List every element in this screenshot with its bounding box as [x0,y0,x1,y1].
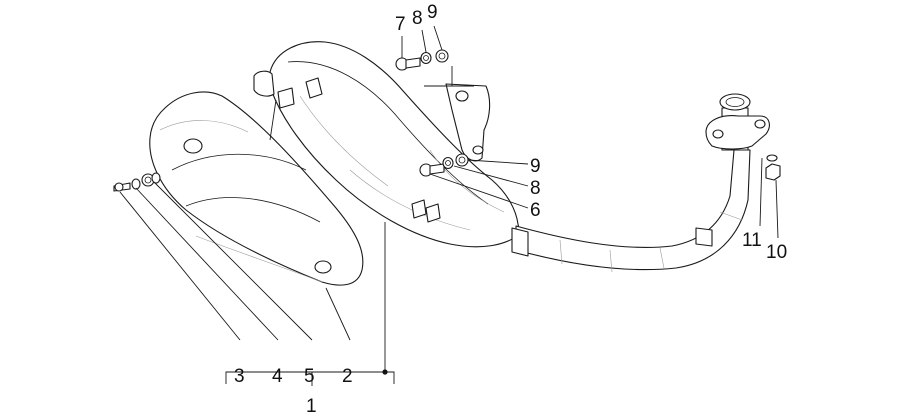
heat-shield [149,91,364,286]
callout-numbers: 7 8 9 9 8 6 11 10 3 4 5 2 1 [234,2,787,417]
right-fasteners [765,154,781,181]
left-fasteners [113,172,161,192]
callout-11: 11 [742,230,762,251]
callout-8-mid: 8 [530,178,541,199]
callout-2: 2 [342,366,353,387]
callout-10: 10 [766,242,787,263]
mounting-bracket [445,83,491,162]
callout-9-top: 9 [427,2,438,23]
callout-9-mid: 9 [530,156,541,177]
exhaust-pipe [511,93,770,273]
leader-dot [382,369,388,375]
callout-1: 1 [306,396,317,417]
callout-3: 3 [234,366,245,387]
middle-fasteners [419,153,469,177]
leader-lines [119,25,779,386]
callout-6: 6 [530,200,541,221]
callout-5: 5 [304,366,315,387]
callout-8-top: 8 [412,8,423,29]
top-fasteners [395,49,449,71]
callout-7: 7 [395,14,406,35]
callout-4: 4 [272,366,283,387]
